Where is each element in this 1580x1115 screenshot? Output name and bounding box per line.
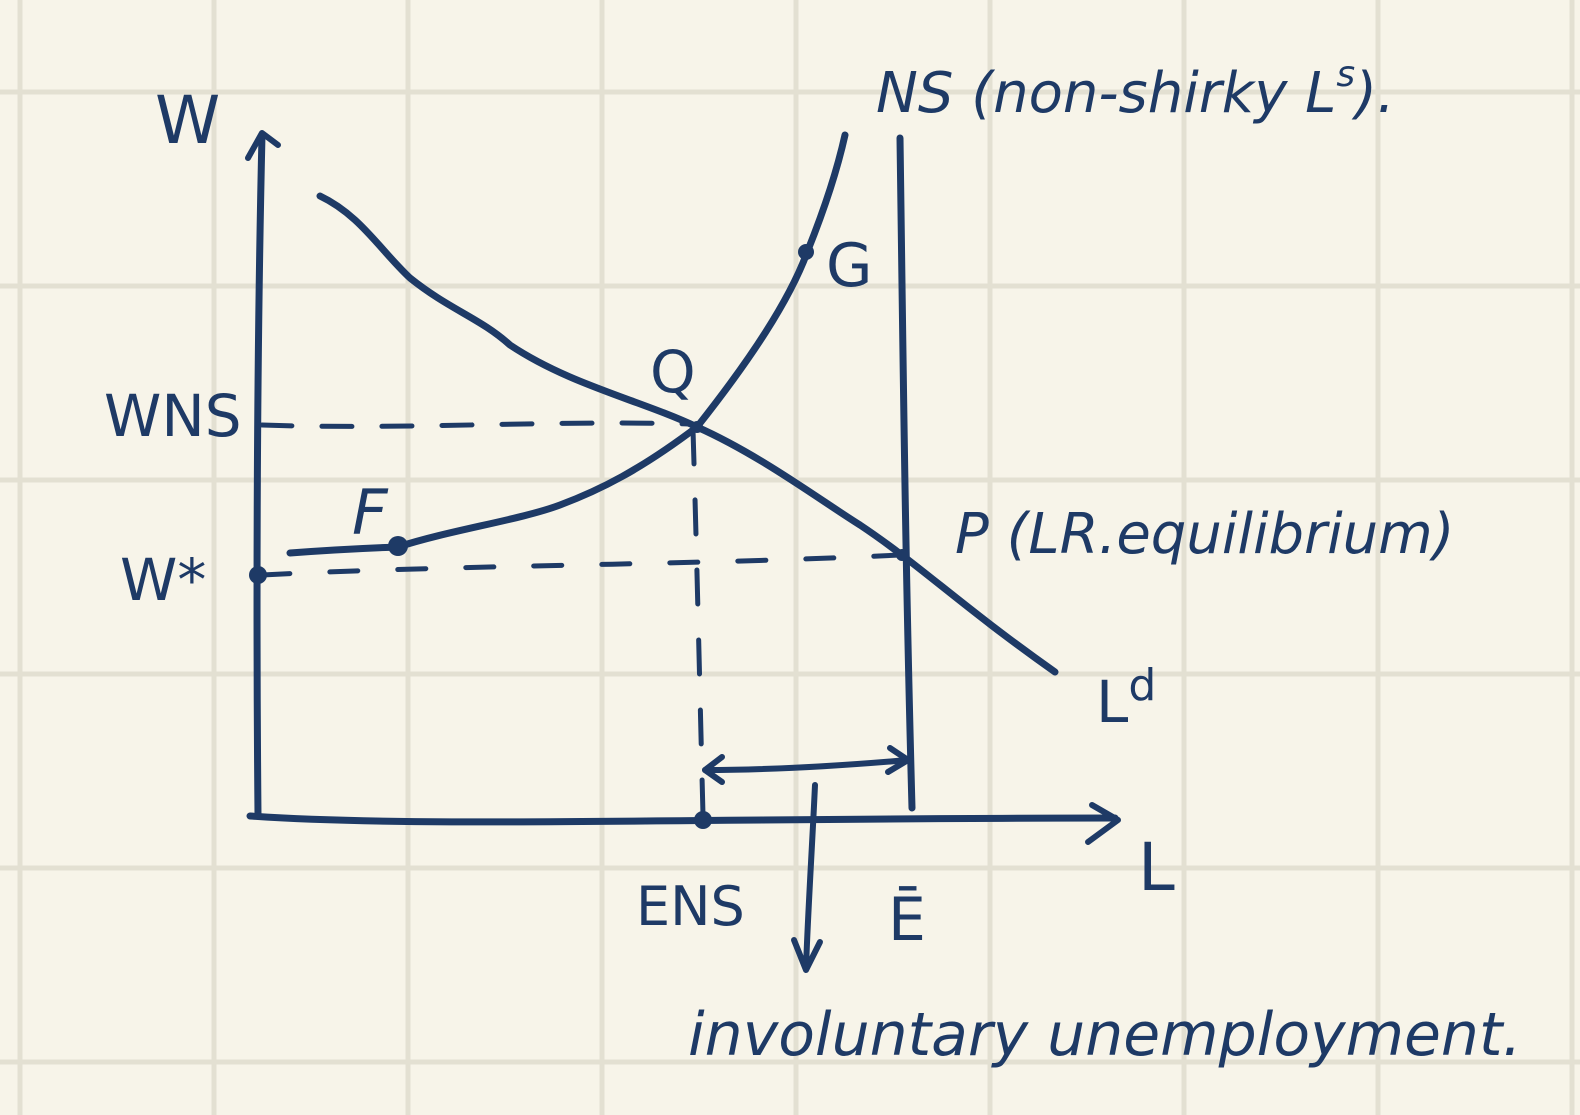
ens-label: ENS (636, 875, 745, 938)
point-markers (249, 244, 908, 829)
unemployment-pointer-arrowhead (791, 937, 823, 973)
x-axis-arrowhead (1085, 802, 1121, 845)
point-f-dot (388, 536, 408, 556)
point-p-label: P (LR.equilibrium) (955, 502, 1455, 567)
point-q-label: Q (650, 338, 696, 406)
unemployment-span-arrowhead-right (885, 745, 911, 775)
full-employment-line (896, 134, 916, 812)
unemployment-span-arrowhead-left (702, 754, 725, 785)
point-g-label: G (826, 231, 873, 301)
point-f-label: F (352, 476, 389, 549)
x-axis-label: L (1138, 829, 1175, 906)
ens-dashed-line (690, 427, 706, 818)
x-axis (246, 812, 1119, 826)
w-star-axis-dot (249, 566, 267, 584)
point-q-dot (691, 421, 703, 433)
unemployment-pointer-arrow (803, 782, 818, 971)
e-bar-label: Ē (888, 885, 926, 955)
w-star-dashed-line (259, 552, 903, 578)
w-star-label: W* (120, 546, 206, 614)
involuntary-unemployment-label: involuntary unemployment. (688, 1000, 1522, 1070)
unemployment-span-arrow (702, 757, 911, 773)
point-g-dot (798, 244, 814, 260)
wns-dashed-line (259, 420, 693, 429)
ens-axis-dot (694, 811, 712, 829)
wns-label: WNS (104, 382, 242, 450)
y-axis-arrowhead (245, 130, 281, 161)
ns-curve-label: NS (non-shirky Ls). (876, 54, 1395, 126)
y-axis-label: W (155, 82, 220, 159)
ld-curve-label: Ld (1096, 660, 1156, 736)
y-axis (253, 131, 266, 819)
point-p-dot (896, 549, 908, 561)
